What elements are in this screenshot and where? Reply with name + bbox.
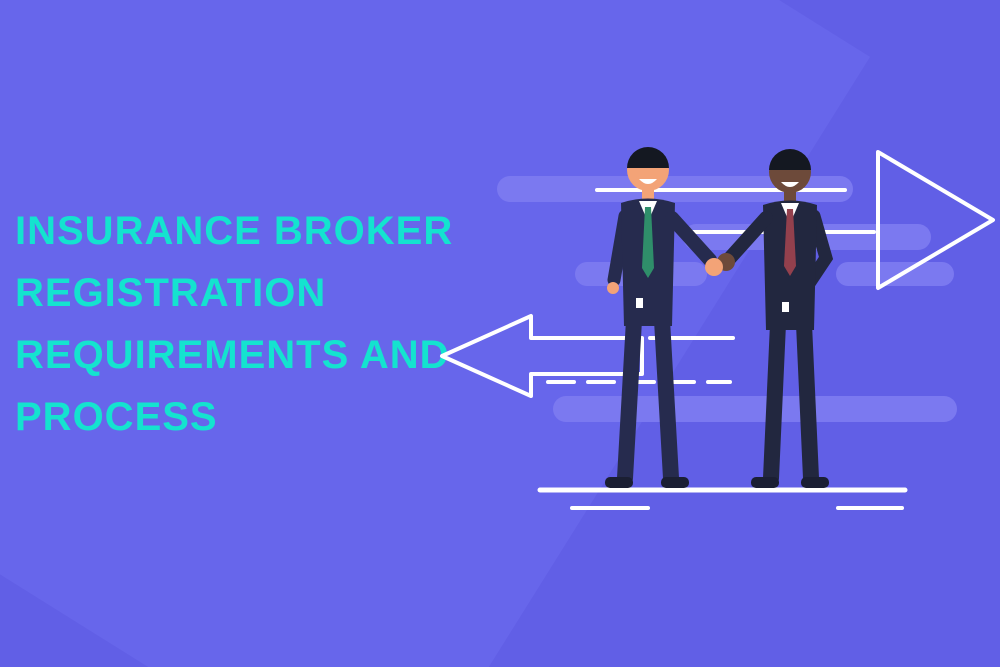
title-line-2: REGISTRATION bbox=[15, 271, 327, 315]
page-title: INSURANCE BROKER REGISTRATION REQUIREMEN… bbox=[15, 200, 475, 448]
ground-line bbox=[537, 487, 908, 510]
title-line-3: REQUIREMENTS AND bbox=[15, 333, 450, 377]
businessman-left bbox=[605, 147, 717, 488]
left-arrow-icon bbox=[440, 314, 644, 398]
title-line-4: PROCESS bbox=[15, 395, 218, 439]
right-arrow-icon bbox=[876, 150, 995, 290]
title-line-1: INSURANCE BROKER bbox=[15, 209, 454, 253]
background-pills bbox=[497, 176, 957, 422]
businessman-right bbox=[723, 149, 834, 488]
handshake-hands bbox=[705, 253, 735, 276]
